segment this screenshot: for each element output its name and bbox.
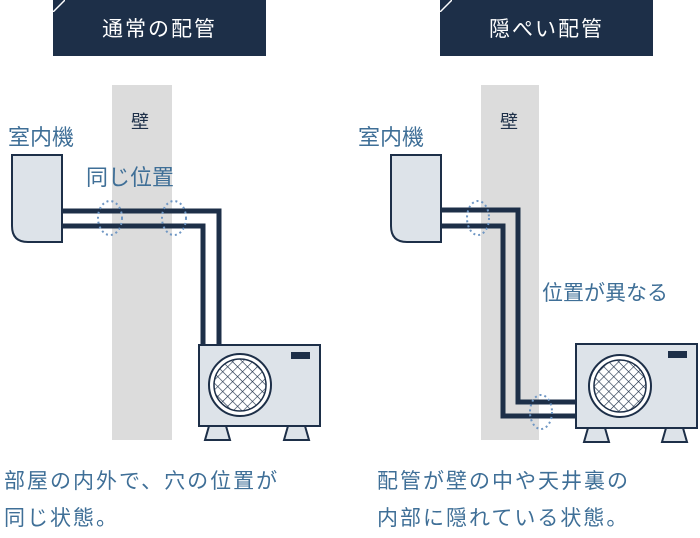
right-caption: 配管が壁の中や天井裏の 内部に隠れている状態。 <box>377 463 630 537</box>
right-caption-line2: 内部に隠れている状態。 <box>377 506 630 530</box>
right-hole-indoor <box>466 200 490 236</box>
right-header-text: 隠ぺい配管 <box>489 17 604 41</box>
header-corner-mark-icon <box>440 0 452 12</box>
left-pipe-lower <box>62 223 206 350</box>
left-outdoor-unit-icon <box>198 344 321 441</box>
left-header-text: 通常の配管 <box>102 17 217 41</box>
left-caption-line2: 同じ状態。 <box>4 506 119 530</box>
right-caption-line1: 配管が壁の中や天井裏の <box>377 469 630 493</box>
right-hole-outdoor <box>529 394 553 430</box>
right-indoor-unit-icon <box>390 154 442 243</box>
right-header: 隠ぺい配管 <box>440 0 653 56</box>
left-wall <box>112 85 172 440</box>
right-hole-label: 位置が異なる <box>542 281 668 305</box>
left-pipe-upper <box>62 208 222 350</box>
left-hole-label: 同じ位置 <box>86 166 175 191</box>
right-pipe-lower <box>441 223 576 419</box>
right-wall <box>481 85 539 440</box>
left-indoor-unit-label: 室内機 <box>8 126 75 151</box>
right-indoor-unit-label: 室内機 <box>358 126 425 151</box>
left-indoor-unit-icon <box>11 154 63 243</box>
right-wall-label: 壁 <box>500 112 518 133</box>
header-corner-mark-icon <box>53 0 65 12</box>
left-wall-label: 壁 <box>131 112 149 133</box>
left-caption-line1: 部屋の内外で、穴の位置が <box>4 469 280 493</box>
left-hole-indoor <box>97 200 123 236</box>
left-hole-outdoor <box>161 200 187 236</box>
right-outdoor-unit-icon <box>575 343 698 443</box>
left-header: 通常の配管 <box>53 0 266 56</box>
left-caption: 部屋の内外で、穴の位置が 同じ状態。 <box>4 463 279 537</box>
right-pipe-upper <box>441 207 576 405</box>
